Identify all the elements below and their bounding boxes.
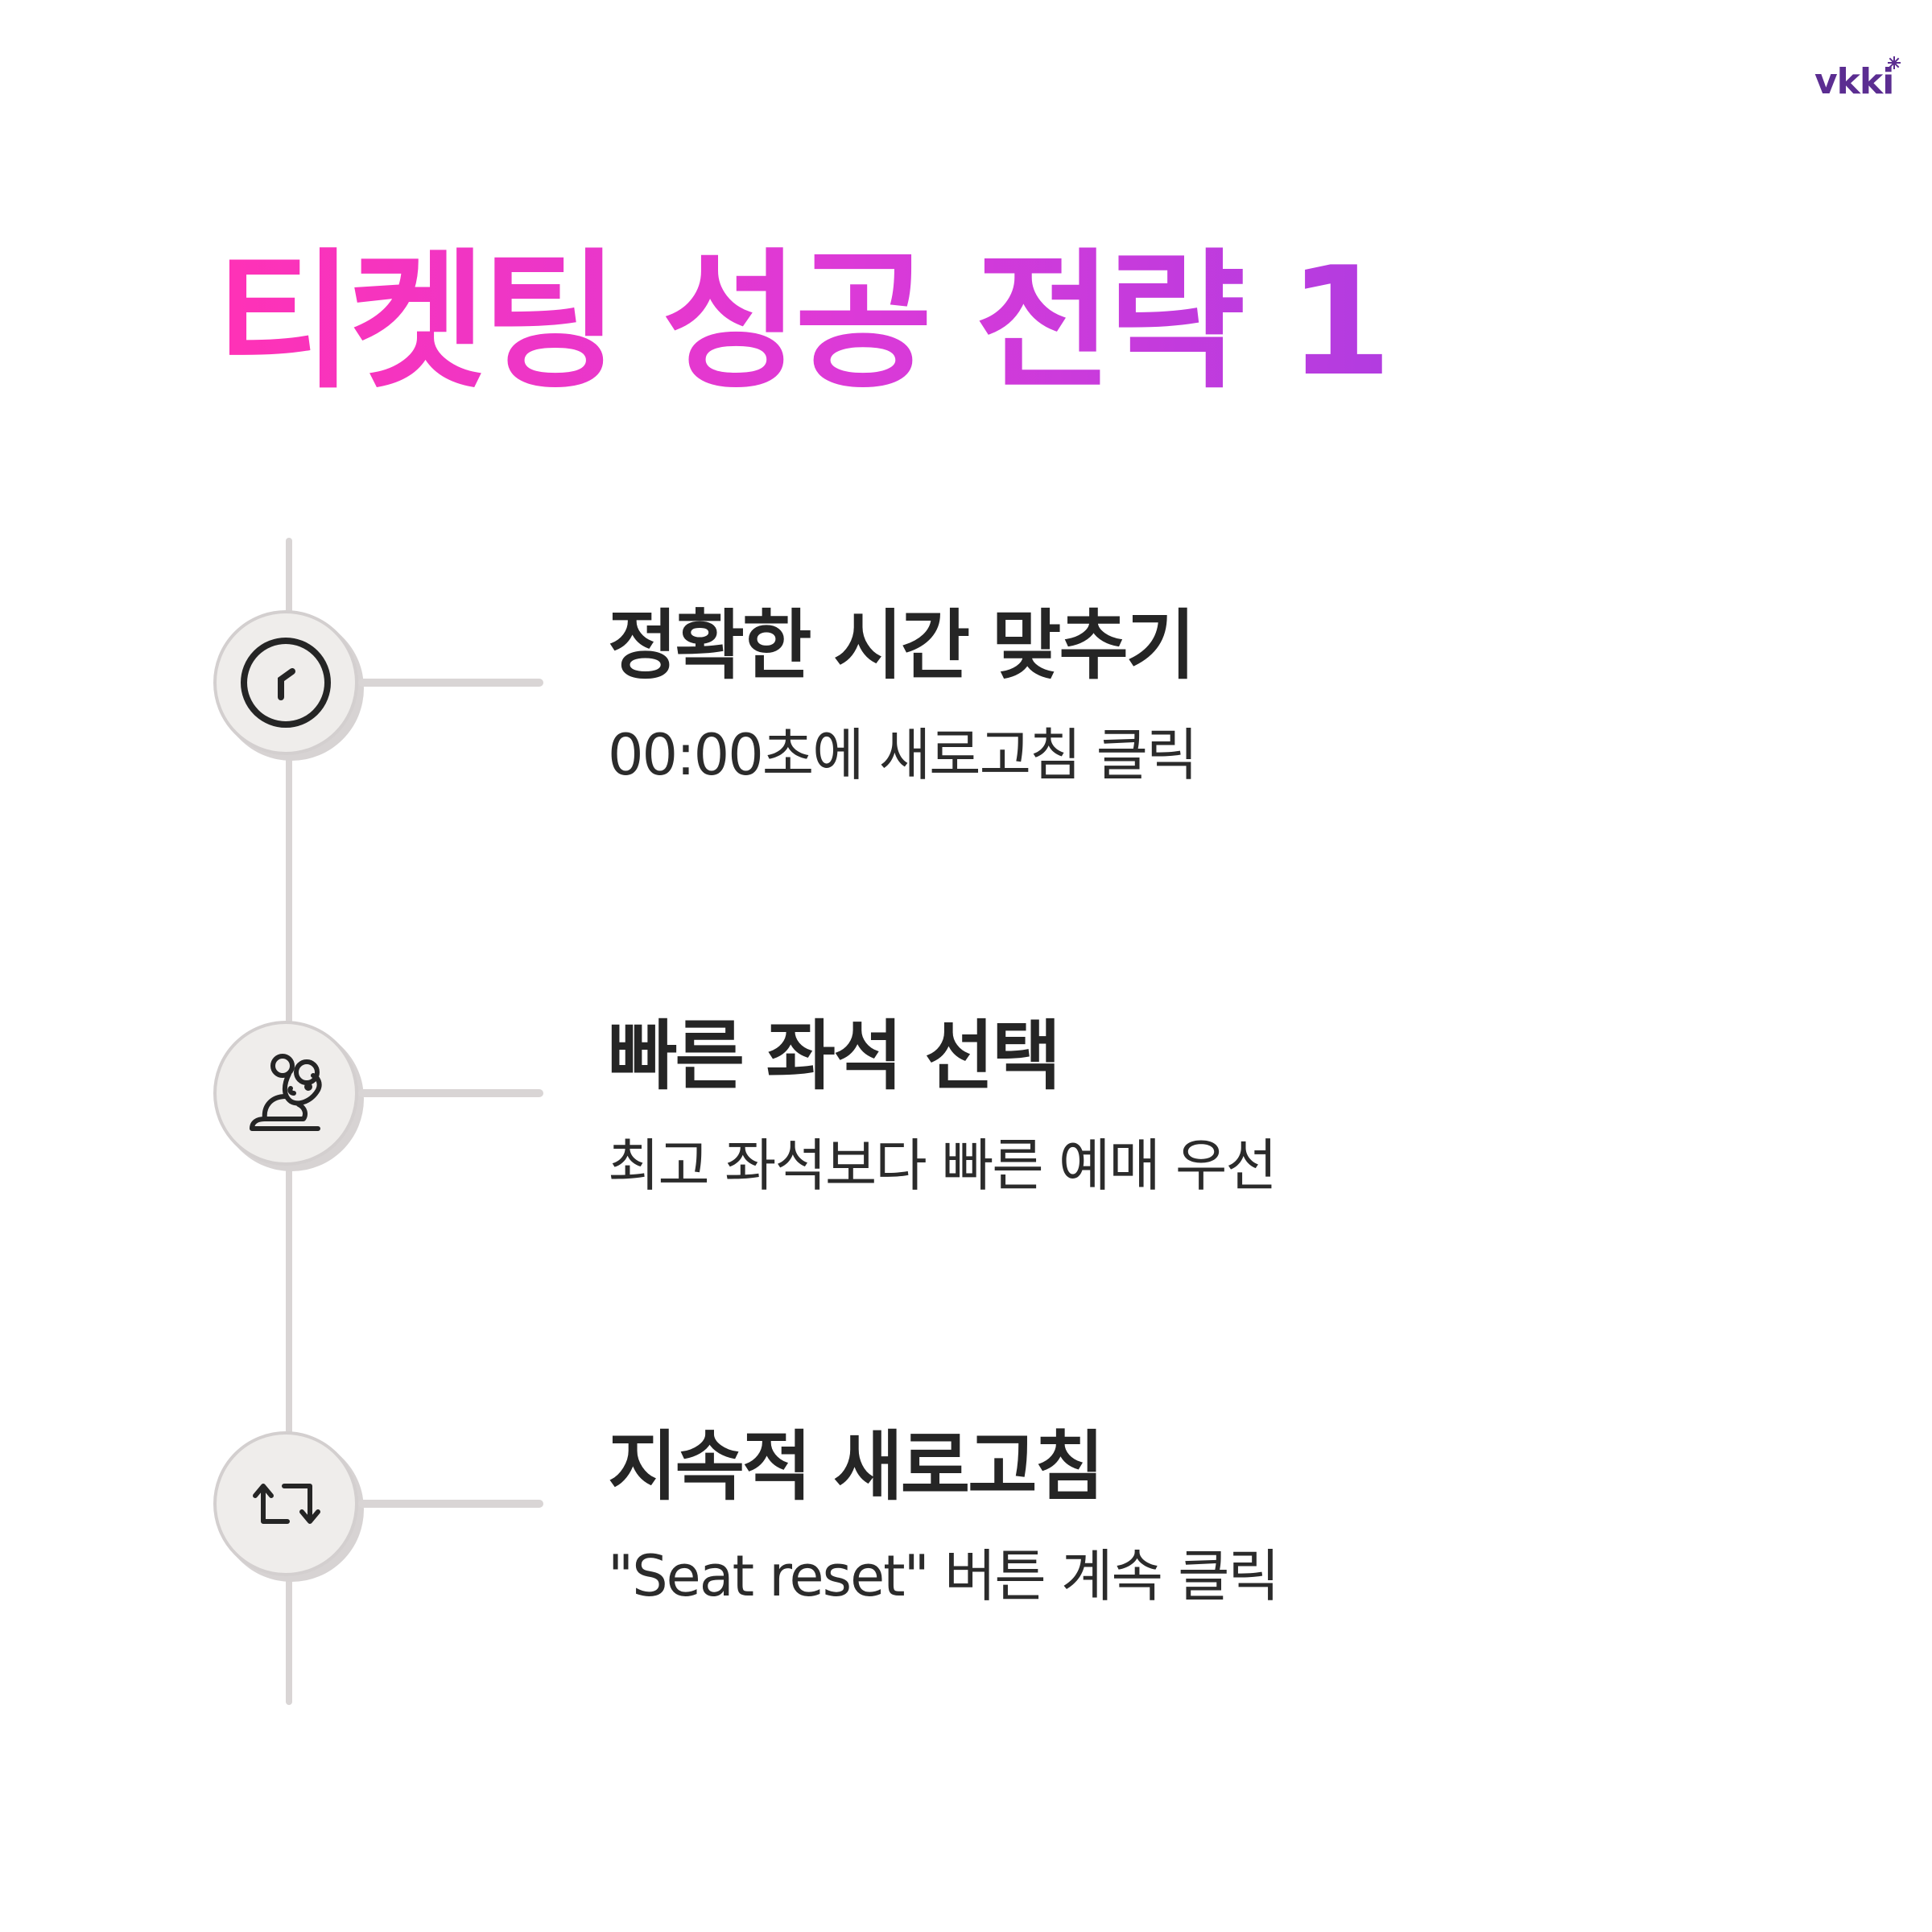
timeline-connector xyxy=(358,1500,543,1508)
step-item-refresh: 지속적 새로고침 "Seat reset" 버튼 계속 클릭 xyxy=(0,1401,1932,1610)
step-item-seat: 빠른 좌석 선택 최고 좌석보다 빠른 예매 우선 xyxy=(0,990,1932,1199)
refresh-arrows-icon xyxy=(253,1484,320,1524)
mouse-icon xyxy=(250,1054,322,1131)
step-description: 최고 좌석보다 빠른 예매 우선 xyxy=(608,1133,1278,1199)
step-description: "Seat reset" 버튼 계속 클릭 xyxy=(608,1543,1280,1609)
timeline-connector xyxy=(358,679,543,687)
timeline-node xyxy=(213,1431,358,1576)
brand-logo-text: vkki xyxy=(1814,61,1894,102)
step-title: 지속적 새로고침 xyxy=(608,1423,1104,1511)
sparkle-icon xyxy=(1888,56,1901,69)
step-title: 정확한 시간 맞추기 xyxy=(608,602,1195,690)
timeline-connector xyxy=(358,1089,543,1097)
brand-logo: vkki xyxy=(1814,56,1903,113)
step-title: 빠른 좌석 선택 xyxy=(608,1013,1061,1100)
step-description: 00:00초에 새로고침 클릭 xyxy=(608,722,1198,788)
clock-icon xyxy=(241,638,331,728)
timeline-node xyxy=(213,610,358,755)
step-item-timing: 정확한 시간 맞추기 00:00초에 새로고침 클릭 xyxy=(0,580,1932,789)
timeline-node xyxy=(213,1021,358,1166)
page-title: 티켓팅 성공 전략 1 xyxy=(216,234,1393,409)
